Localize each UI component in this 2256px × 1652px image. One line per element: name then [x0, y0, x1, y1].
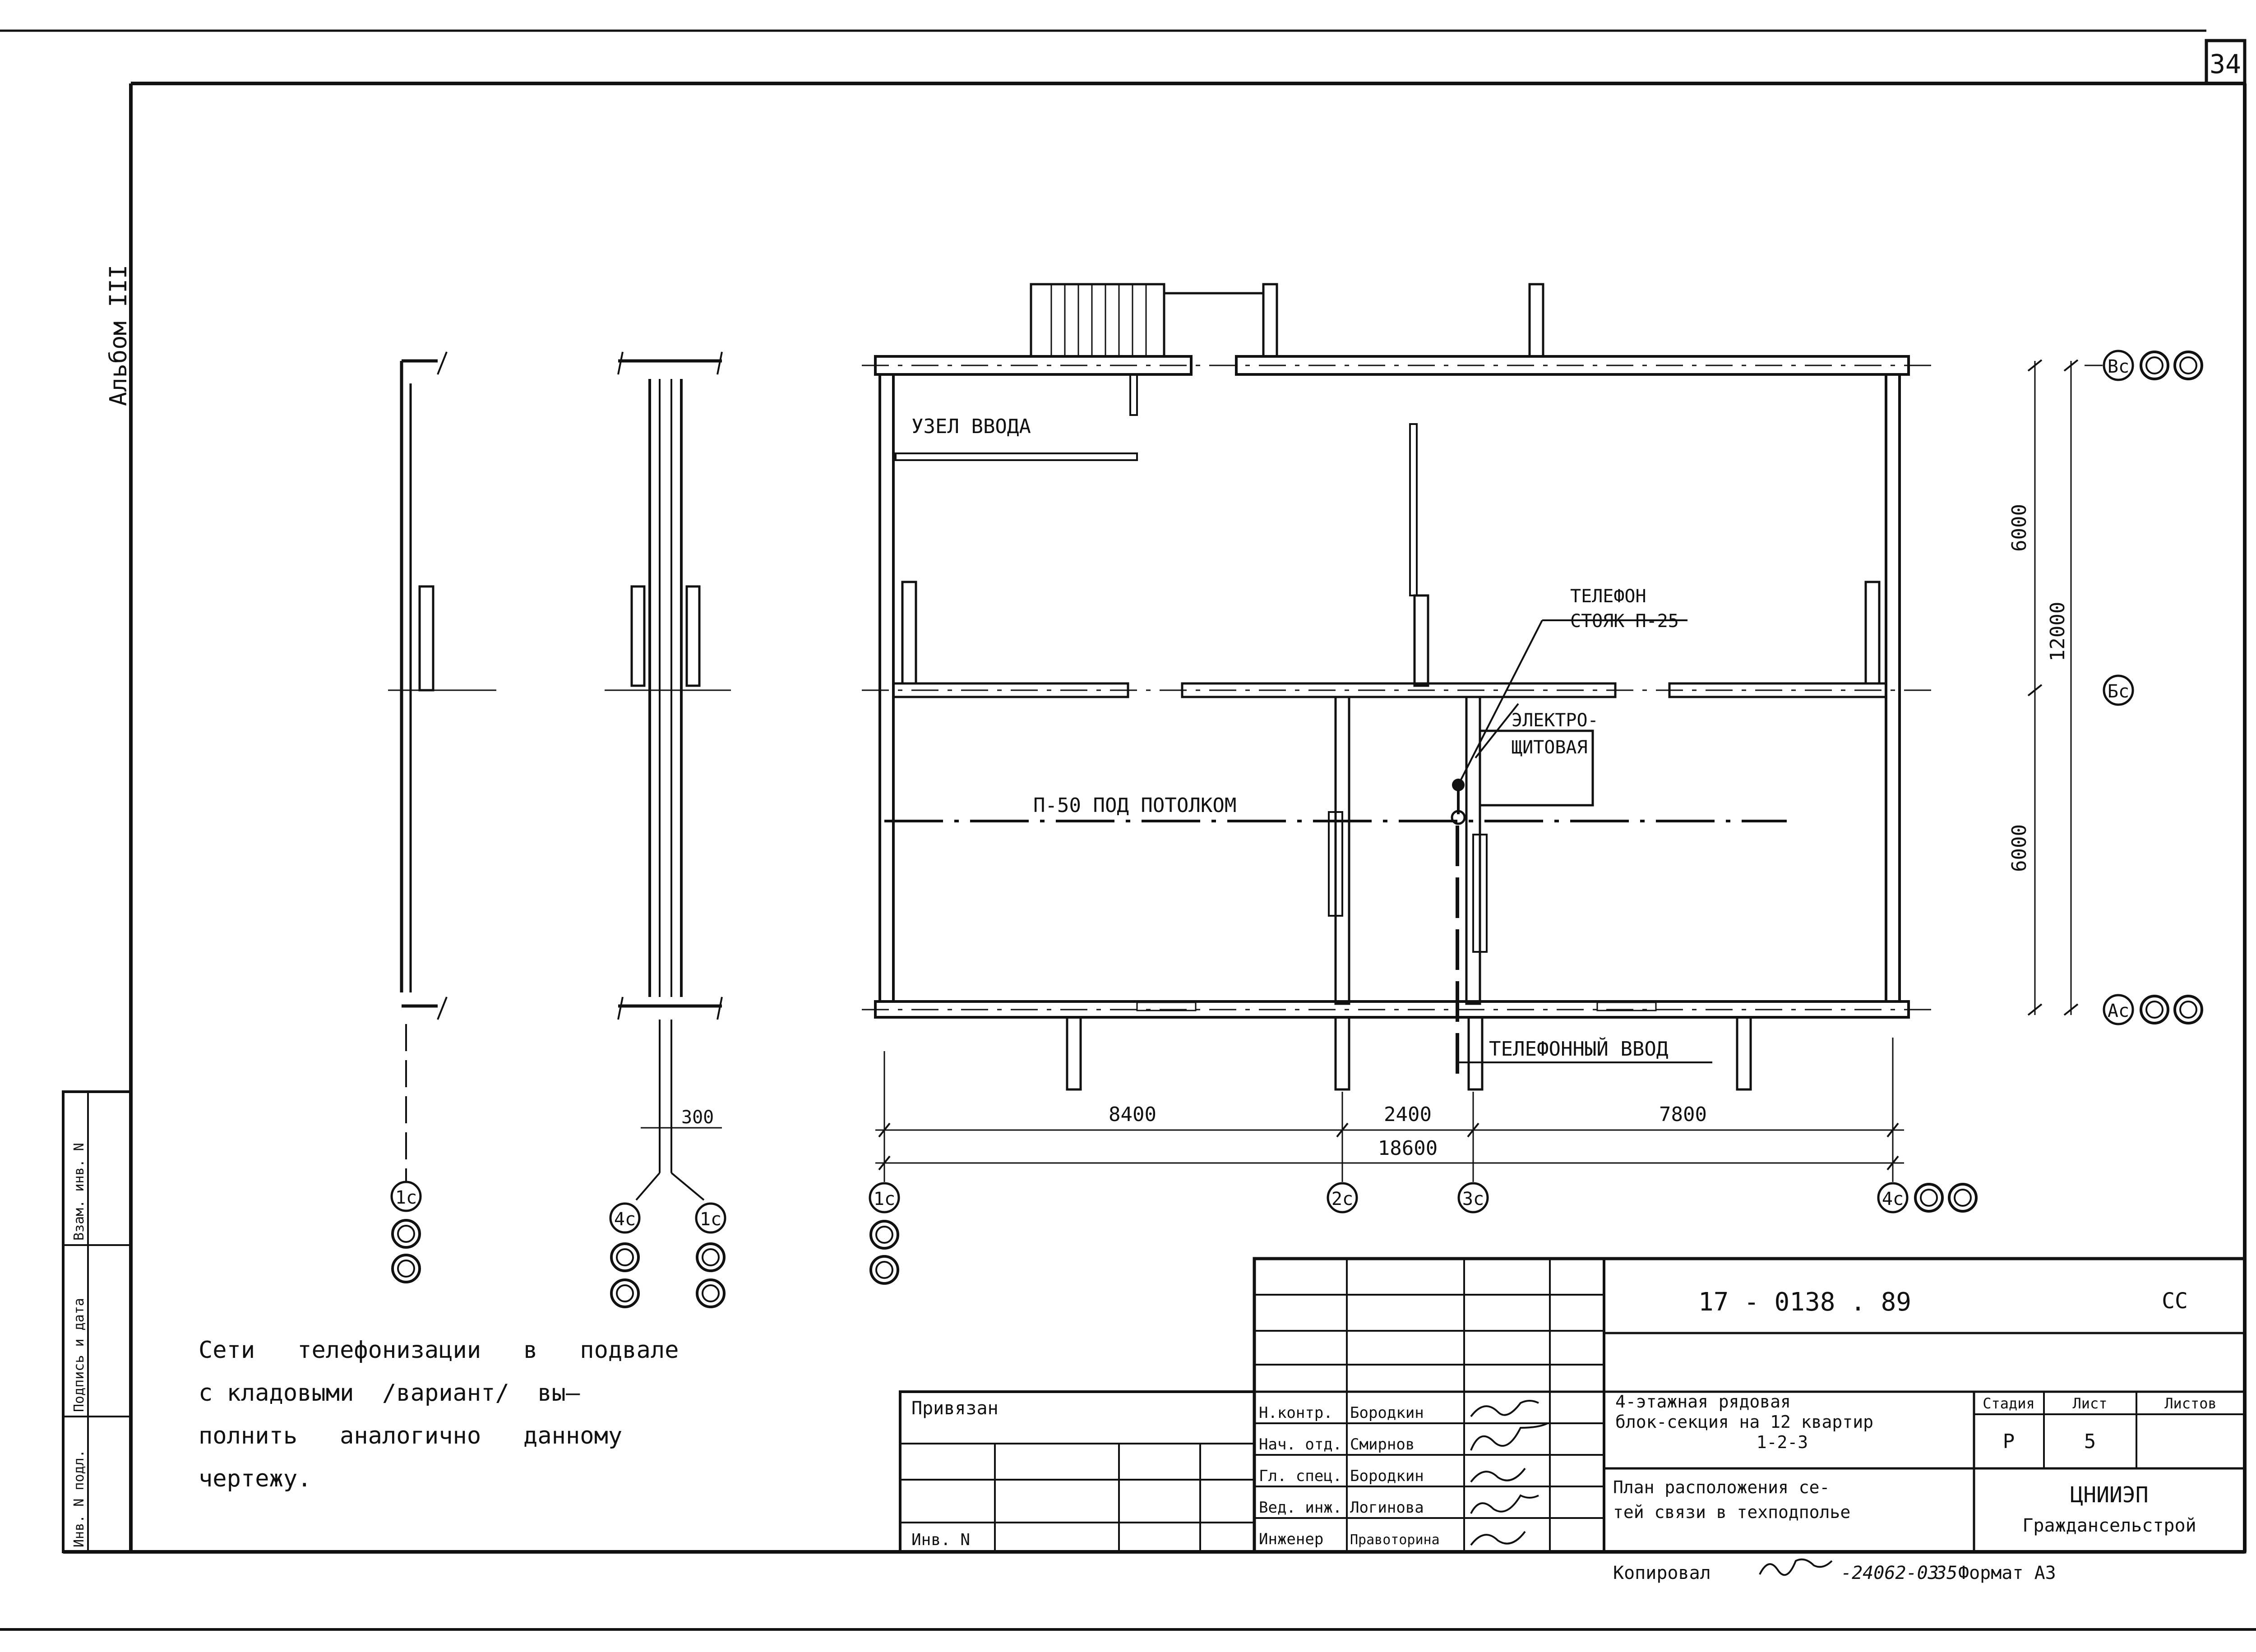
- sheet-title-2: тей связи в техподполье: [1613, 1502, 1850, 1522]
- axis-1c: 1с: [874, 1189, 895, 1209]
- axis-4c-mid: 4с: [614, 1209, 636, 1230]
- general-note: Сети телефонизации в подвале с кладовыми…: [199, 1337, 679, 1492]
- axis-2c: 2с: [1331, 1189, 1353, 1209]
- copied-label: Копировал: [1613, 1563, 1711, 1583]
- drawing-frame: [63, 82, 2247, 1554]
- sheet-title-1: План расположения се-: [1613, 1477, 1830, 1497]
- title-block: Привязан Инв. N Н.контр. Нач. отд. Гл. с…: [899, 1257, 2247, 1554]
- stamp-signature-date: Подпись и дата: [71, 1298, 87, 1412]
- stage-label: Стадия: [1983, 1395, 2035, 1412]
- object-line-1: 4-этажная рядовая: [1615, 1392, 1791, 1412]
- name-1: Бородкин: [1350, 1404, 1424, 1422]
- role-2: Нач. отд.: [1259, 1435, 1342, 1454]
- dim-7800: 7800: [1659, 1103, 1707, 1126]
- section-left: 1с: [388, 351, 496, 1283]
- role-1: Н.контр.: [1259, 1404, 1333, 1422]
- sheet-number: 5: [2084, 1430, 2096, 1453]
- label-electro: ЭЛЕКТРО-: [1512, 710, 1599, 731]
- format-number: 35: [1935, 1563, 1957, 1583]
- side-stamp: Инв. N подл. Подпись и дата Взам. инв. N: [62, 1090, 132, 1553]
- sheets-label: Листов: [2164, 1395, 2217, 1412]
- album-label: Альбом ΙΙΙ: [105, 265, 132, 406]
- signature-3: [1470, 1467, 1526, 1483]
- dim-8400: 8400: [1109, 1103, 1156, 1126]
- page-number-box: 34: [2205, 39, 2247, 85]
- format-label: Формат А3: [1958, 1563, 2056, 1583]
- page-number: 34: [2210, 49, 2241, 79]
- order-number: -24062-03: [1841, 1563, 1939, 1583]
- dim-300: 300: [681, 1107, 714, 1128]
- stamp-inv-podl: Инв. N подл.: [71, 1449, 87, 1547]
- role-3: Гл. спец.: [1259, 1467, 1342, 1485]
- signature-2: [1470, 1422, 1548, 1451]
- note-line-4: чертежу.: [199, 1465, 311, 1492]
- name-4: Логинова: [1350, 1499, 1424, 1517]
- copier-signature: [1759, 1558, 1833, 1576]
- org-name-1: ЦНИИЭП: [2070, 1482, 2148, 1508]
- doc-code: 17 - 0138 . 89: [1698, 1287, 1911, 1317]
- org-name-2: Граждансельстрой: [2022, 1515, 2196, 1536]
- axis-4c: 4с: [1882, 1189, 1904, 1209]
- stage-value: Р: [2003, 1430, 2015, 1453]
- name-2: Смирнов: [1350, 1435, 1415, 1454]
- privyazan-label: Привязан: [911, 1398, 999, 1419]
- axis-1c-mid: 1с: [700, 1209, 721, 1230]
- code-suffix: СС: [2162, 1288, 2188, 1314]
- dim-12000: 12000: [2046, 602, 2069, 661]
- sheet-label: Лист: [2072, 1395, 2107, 1412]
- floor-plan: 8400 2400 7800 18600 6000 12000 6000 УЗЕ…: [862, 283, 2079, 1182]
- label-phone-input: ТЕЛЕФОННЫЙ ВВОД: [1489, 1037, 1668, 1061]
- axis-ac: Ас: [2108, 1001, 2129, 1021]
- axis-vc: Вс: [2108, 356, 2129, 377]
- axis-bc: Бс: [2108, 681, 2129, 702]
- label-riser: СТОЯК П-25: [1570, 611, 1679, 632]
- dim-6000-bottom: 6000: [2008, 824, 2031, 872]
- dim-18600: 18600: [1378, 1137, 1438, 1160]
- copied-line: Копировал -24062-03 35 Формат А3: [1613, 1558, 2056, 1583]
- note-line-3: полнить аналогично данному: [199, 1422, 622, 1449]
- label-phone: ТЕЛЕФОН: [1570, 586, 1646, 607]
- label-entry-node: УЗЕЛ ВВОДА: [911, 415, 1031, 438]
- role-5: Инженер: [1259, 1530, 1323, 1548]
- role-4: Вед. инж.: [1259, 1499, 1342, 1517]
- signature-4: [1470, 1494, 1539, 1514]
- inv-n-label: Инв. N: [911, 1531, 970, 1549]
- axis-1c-left: 1с: [395, 1187, 417, 1208]
- signature-1: [1470, 1400, 1539, 1417]
- label-cable-ceiling: П-50 ПОД ПОТОЛКОМ: [1033, 794, 1236, 817]
- name-5: Правоторина: [1350, 1532, 1440, 1548]
- dim-6000-top: 6000: [2008, 504, 2031, 552]
- note-line-2: с кладовыми /вариант/ вы–: [199, 1380, 580, 1407]
- dim-2400: 2400: [1384, 1103, 1432, 1126]
- object-line-3: 1-2-3: [1757, 1432, 1808, 1452]
- axis-bubbles: 1с 2с 3с 4с Вс Бс Ас: [869, 350, 2203, 1285]
- section-middle: 300 4с 1с: [605, 351, 731, 1308]
- name-3: Бородкин: [1350, 1467, 1424, 1485]
- signature-5: [1470, 1531, 1526, 1546]
- label-switchboard: ЩИТОВАЯ: [1512, 737, 1588, 758]
- axis-3c: 3с: [1462, 1189, 1484, 1209]
- stamp-replace-inv: Взам. инв. N: [71, 1143, 87, 1241]
- note-line-1: Сети телефонизации в подвале: [199, 1337, 679, 1364]
- object-line-2: блок-секция на 12 квартир: [1615, 1412, 1873, 1432]
